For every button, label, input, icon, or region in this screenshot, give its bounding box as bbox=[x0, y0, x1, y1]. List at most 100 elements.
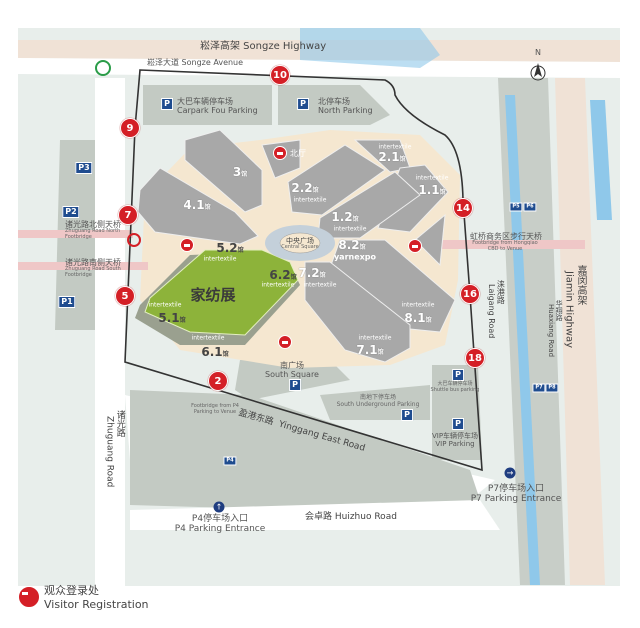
gate-5: 5 bbox=[115, 286, 135, 306]
label-cn: 北停车场 bbox=[318, 97, 350, 106]
legend-en: Visitor Registration bbox=[44, 598, 149, 612]
parking-badge: P bbox=[297, 98, 309, 110]
hall-1-1-label: 1.1馆 bbox=[418, 183, 445, 197]
compass-label: N bbox=[535, 48, 541, 57]
label-cn: 大巴车辆停车场 bbox=[437, 381, 473, 387]
intertextile-logo: intertextile bbox=[203, 255, 237, 263]
label-en: Zhuguang Road South Footbridge bbox=[65, 266, 121, 278]
intertextile-logo: intertextile bbox=[293, 196, 327, 204]
label-en: Central Square bbox=[281, 244, 319, 251]
central-square bbox=[279, 232, 321, 254]
exhibition-halls bbox=[137, 129, 456, 363]
hall-suffix: 馆 bbox=[319, 272, 326, 279]
east-hall bbox=[414, 213, 446, 267]
huizhuo-road-label: 会卓路 Huizhuo Road bbox=[305, 512, 397, 522]
up-arrow-icon: ↑ bbox=[213, 501, 225, 513]
parking-p2: P2 bbox=[62, 206, 80, 218]
hall-number: 6.1 bbox=[201, 345, 223, 359]
parking-badge: P bbox=[401, 409, 413, 421]
parking-p6: P6 bbox=[523, 202, 537, 212]
visitor-registration-icon bbox=[408, 239, 422, 253]
north-parking bbox=[278, 85, 390, 125]
parking-p4: P4 bbox=[223, 456, 237, 466]
hall-number: 6.2 bbox=[269, 268, 291, 282]
label-en: Shuttle bus parking bbox=[430, 386, 480, 393]
hall-4-1 bbox=[137, 167, 259, 245]
south-footbridge bbox=[18, 262, 148, 270]
hall-6-2-label: 6.2馆 bbox=[269, 268, 296, 282]
gate-7: 7 bbox=[118, 205, 138, 225]
label-cn: 虹桥商务区步行天桥 bbox=[470, 232, 542, 241]
hall-1-2-label: 1.2馆 bbox=[331, 210, 358, 224]
label-cn: 南广场 bbox=[280, 361, 304, 370]
hall-7-1-label: 7.1馆 bbox=[356, 343, 383, 357]
hall-suffix: 馆 bbox=[439, 189, 446, 196]
parking-p1: P1 bbox=[58, 296, 76, 308]
label-en: North Parking bbox=[318, 106, 373, 116]
label-cn: 诸光路南侧天桥 bbox=[65, 258, 121, 267]
label-en: South Square bbox=[265, 370, 319, 380]
north-hall-label: 北厅 bbox=[290, 149, 306, 158]
gate-9: 9 bbox=[120, 118, 140, 138]
parking-badge: P bbox=[161, 98, 173, 110]
parking-p5: P5 bbox=[509, 202, 523, 212]
label-cn: 诸光路北侧天桥 bbox=[65, 220, 121, 229]
hall-5-2-label: 5.2馆 bbox=[216, 241, 243, 255]
intertextile-logo: intertextile bbox=[401, 301, 435, 309]
water-top bbox=[300, 28, 440, 68]
hall-suffix: 馆 bbox=[241, 171, 248, 178]
visitor-registration-icon bbox=[278, 335, 292, 349]
label-en: Carpark Fou Parking bbox=[177, 106, 258, 116]
parking-badge: P bbox=[452, 369, 464, 381]
home-textile-zone bbox=[135, 249, 300, 345]
gate-14: 14 bbox=[453, 198, 473, 218]
intertextile-logo: intertextile bbox=[261, 281, 295, 289]
hall-8-1-label: 8.1馆 bbox=[404, 311, 431, 325]
hall-4-1-label: 4.1馆 bbox=[183, 198, 210, 212]
water-right bbox=[590, 100, 612, 220]
songze-avenue bbox=[18, 58, 620, 78]
label-cn: 涞港路 bbox=[496, 280, 506, 304]
songze-avenue-label: 崧泽大道 Songze Avenue bbox=[147, 58, 244, 67]
hall-suffix: 馆 bbox=[204, 204, 211, 211]
hall-number: 4.1 bbox=[183, 198, 205, 212]
cbd-footbridge bbox=[430, 240, 585, 249]
hall-suffix: 馆 bbox=[377, 349, 384, 356]
carpark-fou bbox=[143, 85, 272, 125]
hall-number: 8.2 bbox=[338, 238, 360, 252]
label-cn: VIP车辆停车场 bbox=[431, 432, 479, 440]
hall-5-1-label: 5.1馆 bbox=[158, 311, 185, 325]
hall-suffix: 馆 bbox=[359, 244, 366, 251]
label-en: Footbridge from Hongqiao CBD to Venue bbox=[472, 240, 538, 252]
hall-7-2-label: 7.2馆 bbox=[298, 266, 325, 280]
hall-suffix: 馆 bbox=[290, 274, 297, 281]
intertextile-logo: intertextile bbox=[415, 174, 449, 182]
hall-number: 2.2 bbox=[291, 181, 313, 195]
intertextile-logo: intertextile bbox=[333, 225, 367, 233]
p4-parking bbox=[130, 390, 480, 510]
intertextile-logo: intertextile bbox=[378, 143, 412, 151]
venue-perimeter-route bbox=[124, 69, 483, 472]
parking-p8: P8 bbox=[545, 383, 559, 393]
hall-number: 8.1 bbox=[404, 311, 426, 325]
hall-suffix: 馆 bbox=[237, 247, 244, 254]
gate-2: 2 bbox=[208, 371, 228, 391]
label-en: P4 Parking Entrance bbox=[174, 524, 266, 535]
label-en: Zhuguang Road bbox=[104, 416, 115, 488]
label-cn: 诸光路 bbox=[114, 410, 125, 437]
metro-icon bbox=[95, 60, 111, 76]
gate-16: 16 bbox=[460, 284, 480, 304]
hall-7 bbox=[304, 261, 411, 363]
home-textile-halls bbox=[144, 249, 299, 336]
hall-8-2-label: 8.2馆 bbox=[338, 238, 365, 252]
north-footbridge bbox=[18, 230, 133, 238]
